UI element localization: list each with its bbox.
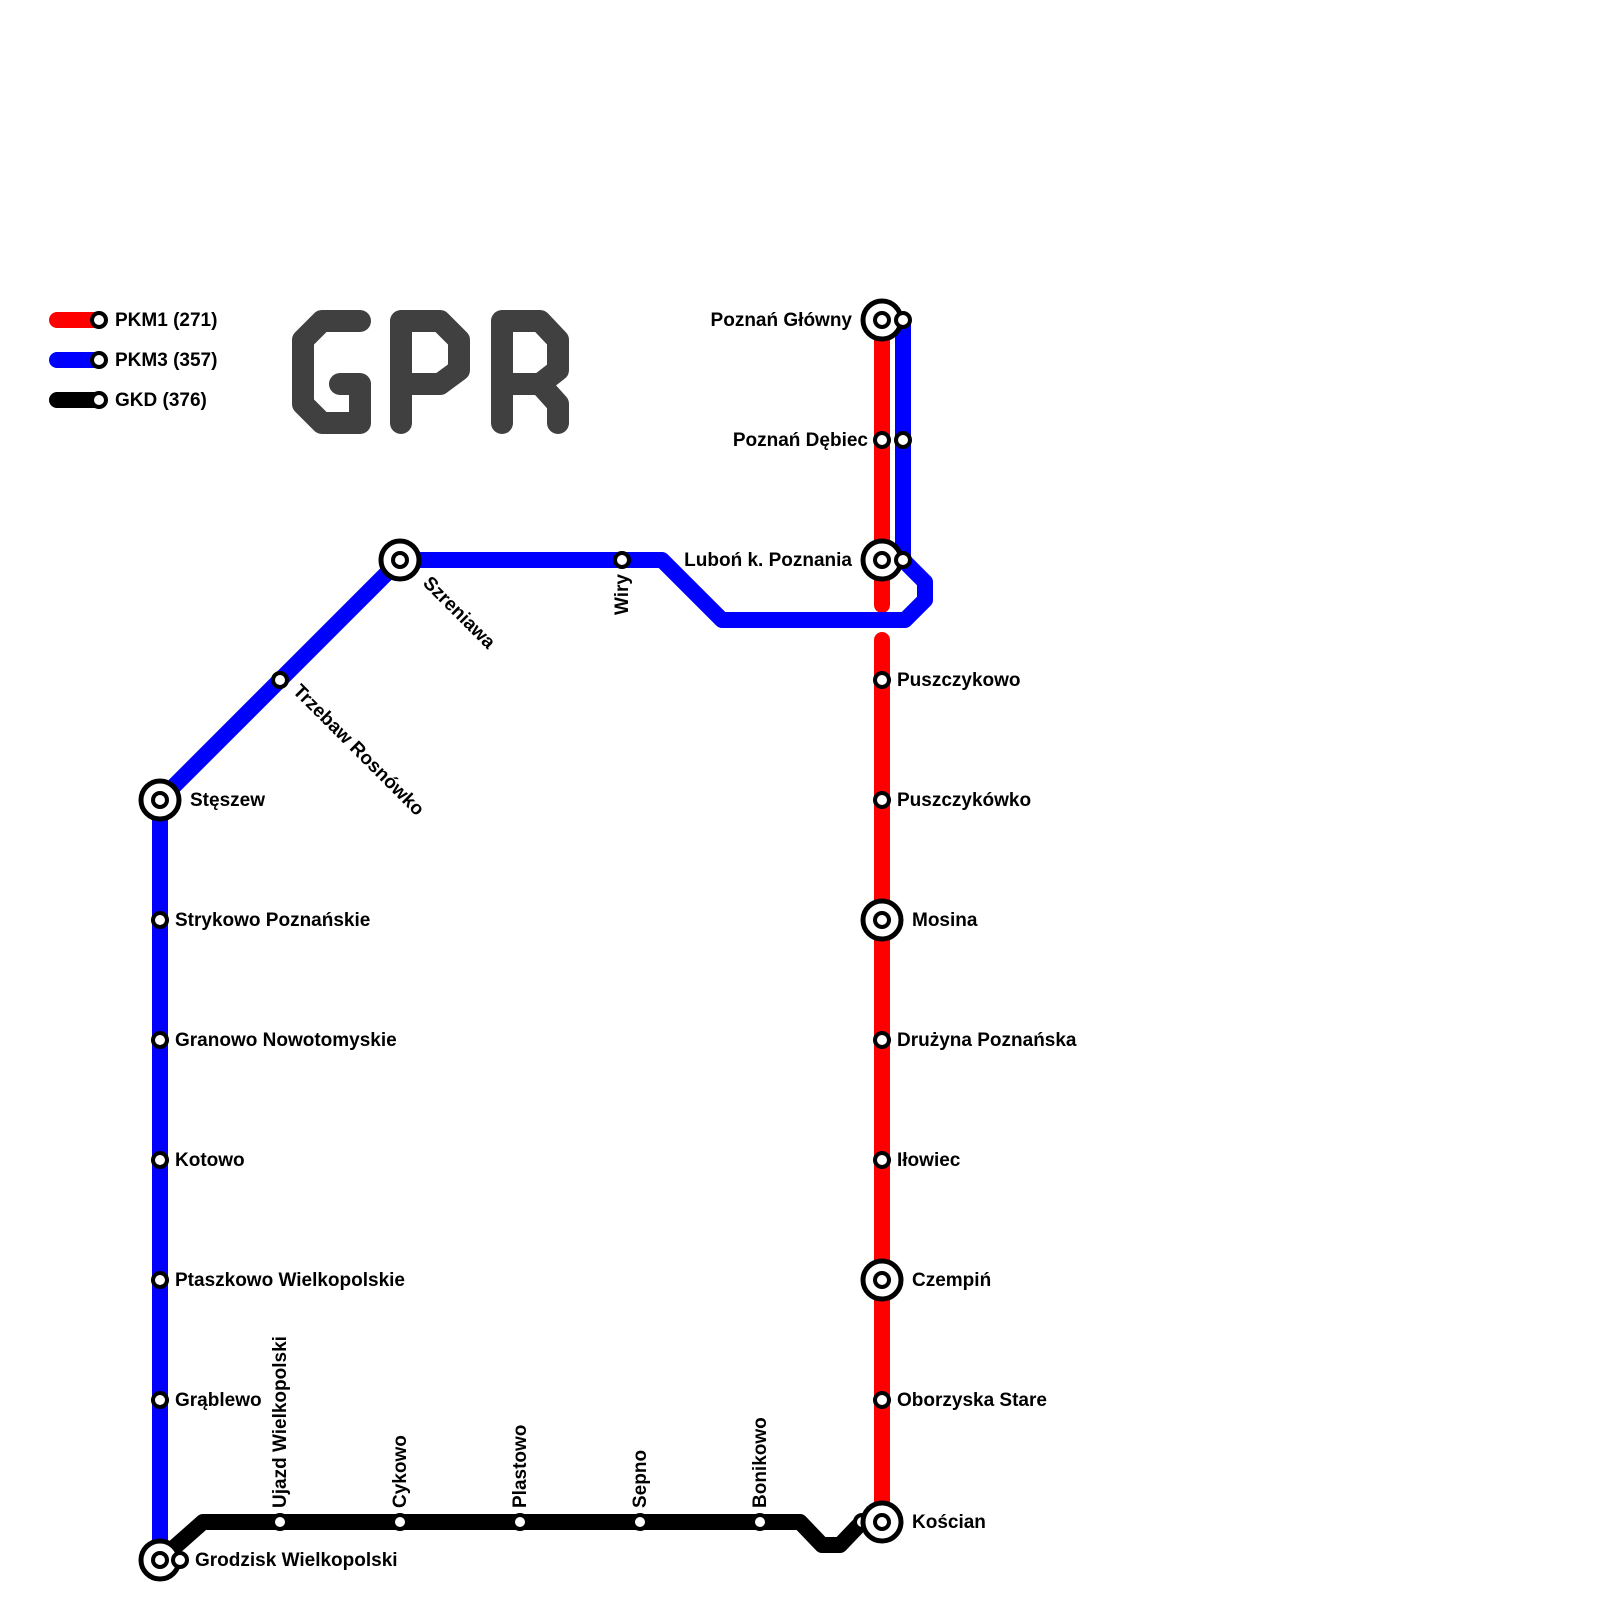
- station-label: Ujazd Wielkopolski: [270, 1336, 291, 1508]
- station-label: Trzebaw Rosnówko: [288, 681, 428, 821]
- station-label: Kościan: [912, 1512, 986, 1533]
- legend-station-marker: [90, 391, 108, 409]
- station-koscian[interactable]: Kościan: [853, 1500, 986, 1544]
- station-steszew[interactable]: Stęszew: [138, 778, 265, 822]
- legend-item-gkd[interactable]: GKD (376): [49, 390, 207, 411]
- station-czempin[interactable]: Czempiń: [860, 1258, 991, 1302]
- station-label: Puszczykówko: [897, 790, 1031, 811]
- station-label: Strykowo Poznańskie: [175, 910, 370, 931]
- station-label: Oborzyska Stare: [897, 1390, 1047, 1411]
- station-ujazd[interactable]: Ujazd Wielkopolski: [270, 1336, 291, 1531]
- legend-item-pkm1[interactable]: PKM1 (271): [49, 310, 217, 331]
- logo-letter-r: [491, 310, 569, 434]
- legend-station-marker: [90, 311, 108, 329]
- station-label: Szreniawa: [418, 573, 499, 654]
- station-label: Bonikowo: [750, 1417, 771, 1508]
- station-grablewo[interactable]: Grąblewo: [151, 1390, 262, 1411]
- station-ilowiec[interactable]: Iłowiec: [873, 1150, 961, 1171]
- station-label: Mosina: [912, 910, 978, 931]
- legend-label-gkd: GKD (376): [115, 390, 207, 411]
- station-label: Drużyna Poznańska: [897, 1030, 1077, 1051]
- station-label: Granowo Nowotomyskie: [175, 1030, 397, 1051]
- station-druzyna[interactable]: Drużyna Poznańska: [873, 1030, 1077, 1051]
- station-sepno[interactable]: Sepno: [630, 1450, 651, 1531]
- station-label: Stęszew: [190, 790, 265, 811]
- station-label: Poznań Główny: [711, 310, 853, 331]
- station-mosina[interactable]: Mosina: [860, 898, 978, 942]
- station-grodzisk[interactable]: Grodzisk Wielkopolski: [138, 1538, 398, 1582]
- station-plastowo[interactable]: Plastowo: [510, 1425, 531, 1531]
- legend-label-pkm1: PKM1 (271): [115, 310, 217, 331]
- station-granowo[interactable]: Granowo Nowotomyskie: [151, 1030, 397, 1051]
- legend-station-marker: [90, 351, 108, 369]
- station-label: Kotowo: [175, 1150, 245, 1171]
- station-label: Poznań Dębiec: [733, 430, 869, 451]
- station-bonikowo[interactable]: Bonikowo: [750, 1417, 771, 1531]
- station-label: Luboń k. Poznania: [684, 550, 852, 571]
- station-label: Cykowo: [390, 1435, 411, 1508]
- station-label: Sepno: [630, 1450, 651, 1508]
- logo-letter-p: [390, 310, 470, 434]
- station-label: Iłowiec: [897, 1150, 961, 1171]
- station-trzebaw[interactable]: Trzebaw Rosnówko: [271, 671, 428, 821]
- station-lubon[interactable]: Luboń k. Poznania: [684, 538, 912, 582]
- station-puszczykowo[interactable]: Puszczykowo: [873, 670, 1021, 691]
- logo-letter-g: [292, 310, 371, 434]
- station-cykowo[interactable]: Cykowo: [390, 1435, 411, 1531]
- station-label: Grodzisk Wielkopolski: [195, 1550, 398, 1571]
- station-strykowo[interactable]: Strykowo Poznańskie: [151, 910, 370, 931]
- station-ptaszkowo[interactable]: Ptaszkowo Wielkopolskie: [151, 1270, 405, 1291]
- station-label: Plastowo: [510, 1425, 531, 1508]
- legend: PKM1 (271) PKM3 (357) GKD (376): [49, 310, 217, 411]
- gpr-logo: [292, 310, 569, 434]
- station-label: Czempiń: [912, 1270, 991, 1291]
- station-label: Puszczykowo: [897, 670, 1021, 691]
- station-oborzyska[interactable]: Oborzyska Stare: [873, 1390, 1047, 1411]
- legend-item-pkm3[interactable]: PKM3 (357): [49, 350, 217, 371]
- station-puszczykowko[interactable]: Puszczykówko: [873, 790, 1031, 811]
- station-wiry[interactable]: Wiry: [612, 551, 633, 615]
- station-label: Wiry: [612, 574, 633, 615]
- station-kotowo[interactable]: Kotowo: [151, 1150, 245, 1171]
- station-poznan-glowny[interactable]: Poznań Główny: [711, 298, 912, 342]
- station-poznan-debiec[interactable]: Poznań Dębiec: [733, 430, 912, 451]
- station-label: Grąblewo: [175, 1390, 262, 1411]
- station-label: Ptaszkowo Wielkopolskie: [175, 1270, 405, 1291]
- legend-label-pkm3: PKM3 (357): [115, 350, 217, 371]
